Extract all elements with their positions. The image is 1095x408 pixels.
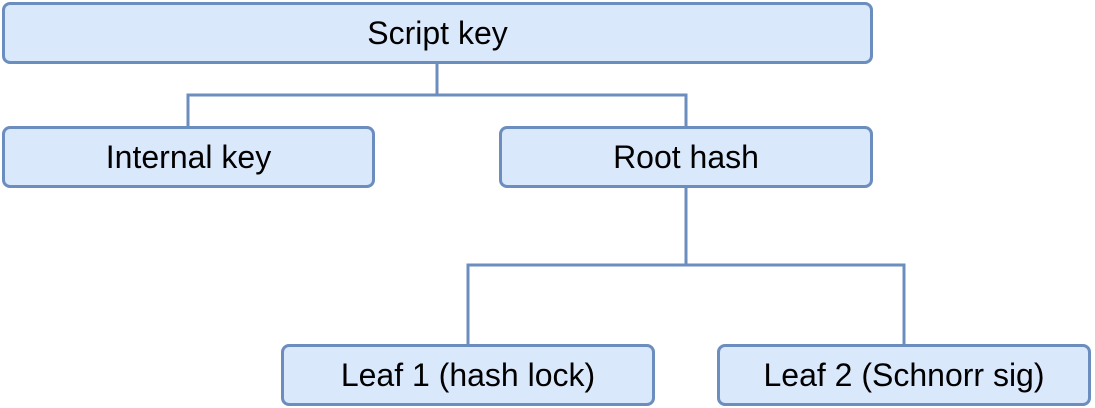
node-root-hash: Root hash — [499, 126, 873, 188]
node-leaf-2-label: Leaf 2 (Schnorr sig) — [763, 356, 1045, 393]
node-leaf-1-label: Leaf 1 (hash lock) — [340, 356, 596, 393]
edge-script-key-to-children — [186, 62, 688, 128]
node-leaf-2: Leaf 2 (Schnorr sig) — [717, 344, 1091, 406]
node-script-key: Script key — [2, 2, 873, 64]
edge-root-hash-to-leaves — [466, 186, 906, 346]
node-leaf-1: Leaf 1 (hash lock) — [281, 344, 655, 406]
node-root-hash-label: Root hash — [613, 138, 759, 175]
node-script-key-label: Script key — [367, 14, 508, 51]
node-internal-key-label: Internal key — [105, 138, 272, 175]
node-internal-key: Internal key — [2, 126, 375, 188]
